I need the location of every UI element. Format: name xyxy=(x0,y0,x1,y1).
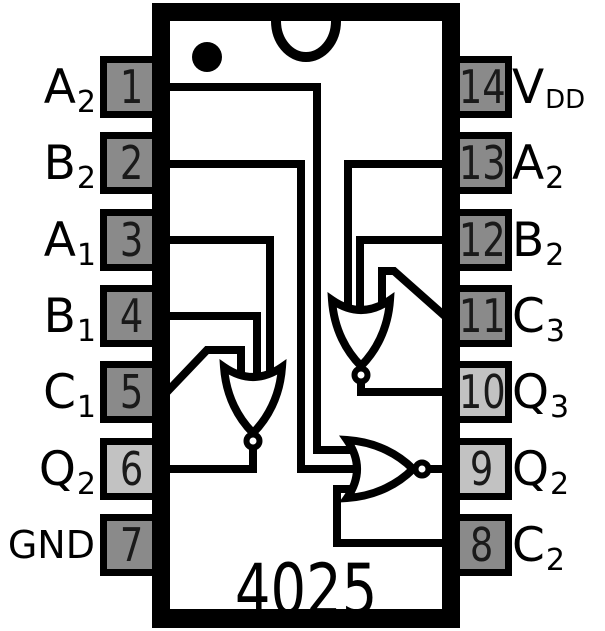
wire-pin8-to-gate2 xyxy=(333,485,448,547)
label-main: C xyxy=(512,517,545,573)
wire-pin11-to-gate3 xyxy=(378,267,450,321)
label-main: A xyxy=(43,212,76,268)
wire-pin2-to-gate2 xyxy=(164,160,356,473)
nor-gate-2-inversion-bubble-icon xyxy=(412,459,432,479)
label-main: C xyxy=(512,288,545,344)
label-main: B xyxy=(512,212,545,268)
part-number: 4025 xyxy=(156,549,456,631)
pin1-indicator-dot-icon xyxy=(192,42,222,72)
wire-pin4-to-gate1 xyxy=(164,312,261,382)
label-main: GND xyxy=(7,523,95,567)
pin-number-9: 9 xyxy=(450,443,514,495)
label-subscript: 3 xyxy=(545,313,565,349)
pin-number-text: 8 xyxy=(470,518,494,572)
pin-label-left-7: GND xyxy=(0,510,96,580)
pin-number-text: 9 xyxy=(470,442,494,496)
pin-number-text: 14 xyxy=(458,60,506,114)
nor-gate-1 xyxy=(219,359,287,439)
wire-pin3-to-gate1 xyxy=(164,236,274,379)
label-subscript: 2 xyxy=(76,160,96,196)
label-main: B xyxy=(43,288,76,344)
label-main: A xyxy=(43,59,76,115)
label-main: Q xyxy=(38,441,76,497)
pin-number-text: 6 xyxy=(120,442,144,496)
nor-gate-2 xyxy=(339,435,419,503)
pin-number-6: 6 xyxy=(100,443,164,495)
pin-number-11: 11 xyxy=(450,290,514,342)
pin-number-text: 7 xyxy=(120,518,144,572)
nor-gate-1-inversion-bubble-icon xyxy=(243,431,263,451)
notch-icon xyxy=(271,20,341,62)
pin-number-text: 13 xyxy=(458,136,506,190)
label-main: A xyxy=(512,135,545,191)
pin-number-13: 13 xyxy=(450,137,514,189)
nor-gate-3 xyxy=(327,292,395,372)
wire-pin13-to-gate3 xyxy=(344,160,448,316)
label-subscript: 2 xyxy=(545,160,565,196)
pin-number-8: 8 xyxy=(450,519,514,571)
wire-pin12-to-gate3 xyxy=(356,236,448,316)
label-subscript: 1 xyxy=(76,237,96,273)
label-subscript: 1 xyxy=(76,313,96,349)
wire-pin1-to-gate2 xyxy=(164,83,353,454)
label-main: C xyxy=(43,364,76,420)
pin-number-text: 2 xyxy=(120,136,144,190)
label-subscript: 2 xyxy=(76,84,96,120)
pin-number-5: 5 xyxy=(100,366,164,418)
pin-number-text: 12 xyxy=(458,213,506,267)
pin-number-1: 1 xyxy=(100,61,164,113)
label-main: V xyxy=(512,59,545,115)
pin-number-2: 2 xyxy=(100,137,164,189)
pin-number-12: 12 xyxy=(450,214,514,266)
label-main: B xyxy=(43,135,76,191)
pin-number-text: 11 xyxy=(458,289,506,343)
pin-number-text: 5 xyxy=(120,365,144,419)
wire-pin5-to-gate1 xyxy=(163,346,245,396)
pin-number-3: 3 xyxy=(100,214,164,266)
label-subscript: 2 xyxy=(545,542,565,578)
part-number-text: 4025 xyxy=(234,549,378,631)
label-subscript: 2 xyxy=(545,237,565,273)
pin-number-10: 10 xyxy=(450,366,514,418)
pin-number-14: 14 xyxy=(450,61,514,113)
pin-number-text: 3 xyxy=(120,213,144,267)
label-main: Q xyxy=(512,364,549,420)
pin-number-text: 10 xyxy=(458,365,506,419)
pin-number-text: 4 xyxy=(120,289,144,343)
label-subscript: DD xyxy=(545,85,586,115)
wire-gate1-to-pin6 xyxy=(164,446,257,473)
pin-number-4: 4 xyxy=(100,290,164,342)
label-main: Q xyxy=(512,441,549,497)
label-subscript: 2 xyxy=(550,466,570,502)
label-subscript: 3 xyxy=(550,389,570,425)
label-subscript: 1 xyxy=(76,389,96,425)
nor-gate-3-inversion-bubble-icon xyxy=(351,365,371,385)
label-subscript: 2 xyxy=(76,466,96,502)
pin-number-7: 7 xyxy=(100,519,164,571)
pin-number-text: 1 xyxy=(120,60,144,114)
